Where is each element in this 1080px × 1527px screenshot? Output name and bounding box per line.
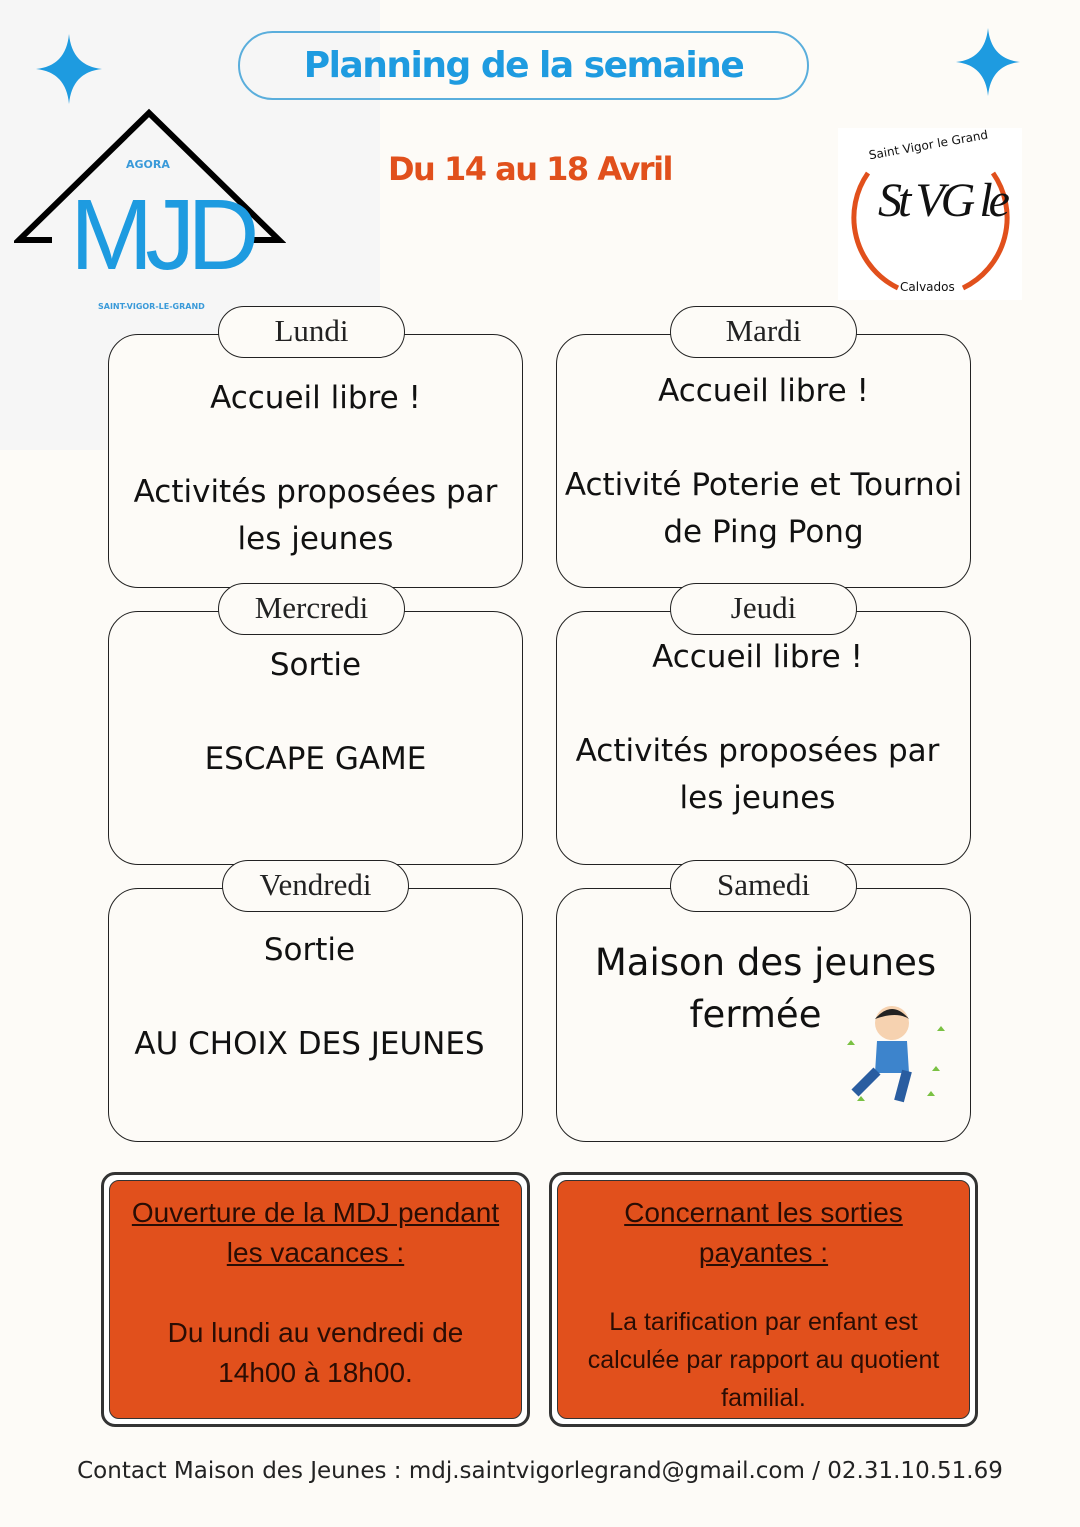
day-tab-samedi: Samedi [670,860,857,912]
mjd-logo: AGORA MJD SAINT-VIGOR-LE-GRAND [14,108,286,313]
day-card-mercredi: Sortie ESCAPE GAME [108,611,523,865]
title-banner: Planning de la semaine [238,31,809,100]
paid-outings-box: Concernant les sorties payantes : La tar… [549,1172,978,1427]
day-tab-jeudi: Jeudi [670,583,857,635]
page-title: Planning de la semaine [303,45,745,86]
opening-hours-box: Ouverture de la MDJ pendant les vacances… [101,1172,530,1427]
sparkle-icon [956,28,1020,96]
saint-vigor-logo: Saint Vigor le Grand St VG le Calvados [838,128,1022,300]
day-tab-vendredi: Vendredi [222,860,409,912]
contact-footer: Contact Maison des Jeunes : mdj.saintvig… [77,1458,1003,1484]
day-card-mardi: Accueil libre ! Activité Poterie et Tour… [556,334,971,588]
day-card-samedi: Maison des jeunes fermée [556,888,971,1142]
day-tab-mercredi: Mercredi [218,583,405,635]
day-tab-mardi: Mardi [670,306,857,358]
sleeping-child-icon [847,1006,945,1103]
day-tab-lundi: Lundi [218,306,405,358]
date-range: Du 14 au 18 Avril [387,150,674,188]
day-card-vendredi: Sortie AU CHOIX DES JEUNES [108,888,523,1142]
sparkle-icon [36,34,102,104]
